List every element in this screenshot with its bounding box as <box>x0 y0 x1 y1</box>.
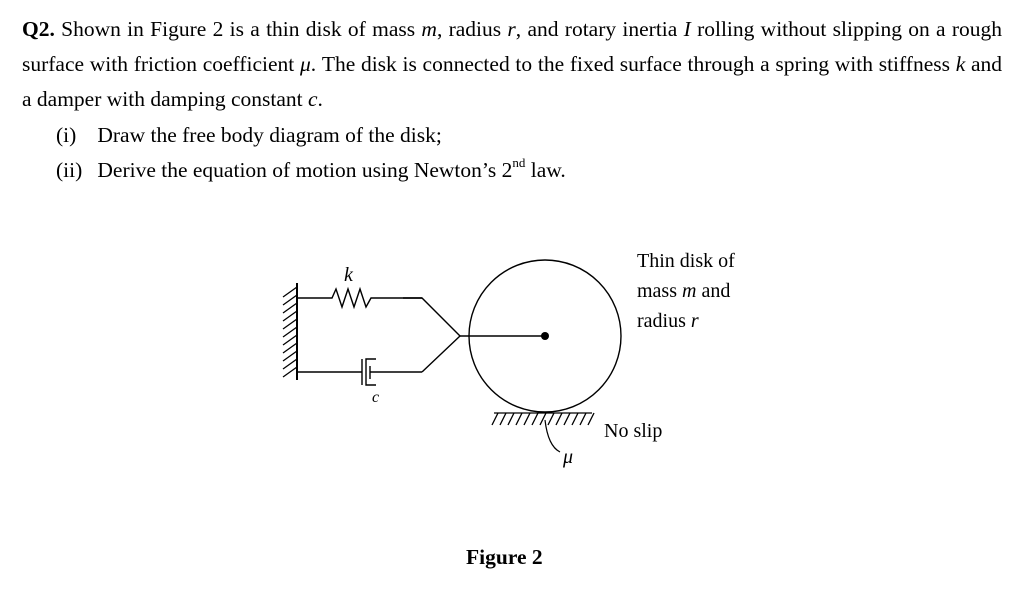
spring-label: k <box>344 264 354 286</box>
figure-caption: Figure 2 <box>466 545 543 569</box>
disk-label-var-m: m <box>682 280 696 302</box>
variable-k: k <box>955 52 966 76</box>
question-number: Q2. <box>22 17 55 41</box>
part-superscript: nd <box>512 154 526 170</box>
question-segment: Shown in Figure 2 is a thin disk of mass <box>54 17 422 41</box>
variable-m: m <box>421 17 437 41</box>
part-ii: (ii) Derive the equation of motion using… <box>56 153 566 188</box>
question-segment: and a damper with damping constant <box>22 52 1003 111</box>
part-text-end: law. <box>525 158 566 182</box>
part-label: (ii) <box>56 158 83 182</box>
fixed-wall <box>282 283 298 380</box>
question-segment: rolling without slipping on a rough surf… <box>22 17 1002 76</box>
question-segment: . The disk is connected to the fixed sur… <box>310 52 956 76</box>
disk-label-text: radius <box>637 310 691 332</box>
spring <box>297 286 422 310</box>
variable-mu: μ <box>299 52 311 76</box>
question-parts: (i) Draw the free body diagram of the di… <box>56 118 566 188</box>
thin-disk <box>468 259 622 413</box>
part-text: Draw the free body diagram of the disk; <box>97 123 442 147</box>
variable-c: c <box>308 87 318 111</box>
disk-label-line2: mass m and <box>637 280 730 302</box>
question-segment: , and rotary inertia <box>515 17 684 41</box>
disk-center <box>541 332 549 340</box>
no-slip-label: No slip <box>604 420 662 442</box>
question-segment: , radius <box>436 17 508 41</box>
disk-label-text: and <box>696 280 730 302</box>
disk-label-var-r: r <box>691 310 699 332</box>
rough-surface <box>491 412 595 426</box>
part-label: (i) <box>56 123 77 147</box>
friction-label: μ <box>562 446 573 468</box>
disk-label-line1: Thin disk of <box>637 250 735 272</box>
part-i: (i) Draw the free body diagram of the di… <box>56 118 566 153</box>
friction-pointer <box>544 419 561 453</box>
variable-r: r <box>507 17 516 41</box>
disk-label-line3: radius r <box>637 310 699 332</box>
damper <box>297 358 422 386</box>
variable-I: I <box>683 17 691 41</box>
part-text: Derive the equation of motion using Newt… <box>97 158 513 182</box>
disk-label-text: mass <box>637 280 682 302</box>
connecting-link <box>403 297 545 373</box>
question-text: Q2. Shown in Figure 2 is a thin disk of … <box>22 12 1002 117</box>
damper-label: c <box>372 389 379 406</box>
question-segment: . <box>317 87 323 111</box>
